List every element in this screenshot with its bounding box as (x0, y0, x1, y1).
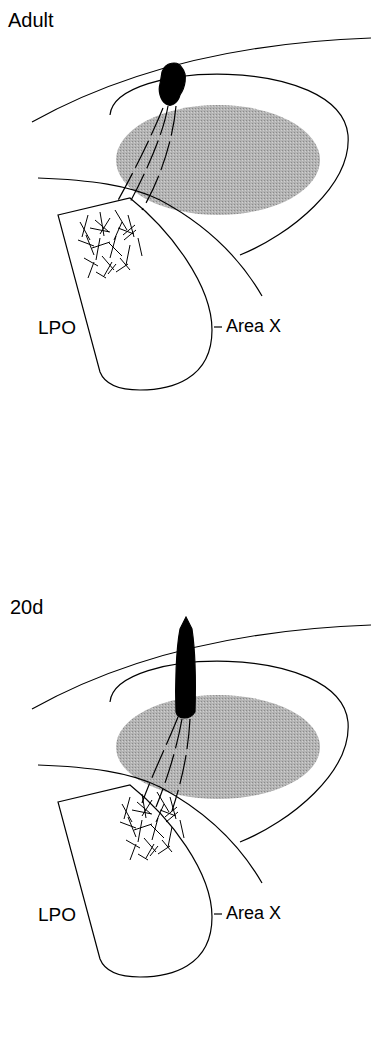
lpo-region-outline (58, 785, 212, 977)
terminal-fibers (120, 792, 184, 860)
fiber-tract (142, 717, 190, 811)
injection-site (159, 63, 185, 105)
adult-section (32, 38, 371, 390)
grey-nucleus (116, 695, 320, 799)
panel-title: Adult (8, 9, 54, 32)
region-label: Area X (226, 903, 281, 924)
region-label: LPO (38, 904, 76, 926)
region-label: Area X (226, 316, 281, 337)
nucleus-outline (110, 74, 348, 255)
injection-site (176, 617, 196, 718)
terminal-fibers (78, 210, 142, 278)
fiber-tract (116, 106, 176, 210)
panel-title: 20d (10, 596, 43, 619)
grey-nucleus (116, 105, 320, 215)
boundary-line (38, 765, 262, 883)
day20-section (32, 617, 371, 977)
leader-line (214, 913, 222, 914)
lpo-region-outline (58, 198, 212, 390)
region-label: LPO (38, 317, 76, 339)
leader-line (214, 326, 222, 327)
